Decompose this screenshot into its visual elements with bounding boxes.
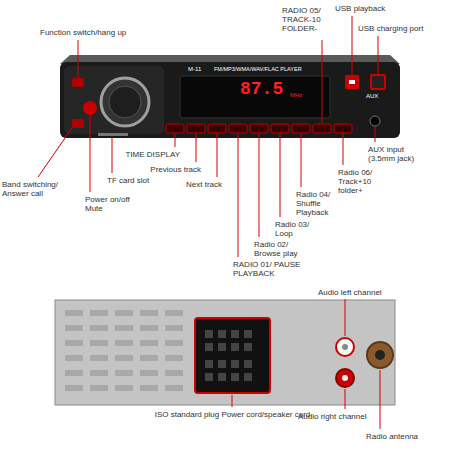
callout-label: Radio 06/ Track+10 folder+ <box>338 168 388 196</box>
callout-label: Audio left channel <box>318 288 400 297</box>
callout-label: Power on/off Mute <box>85 195 137 213</box>
rca-pin <box>342 344 348 350</box>
antenna-hole <box>375 350 385 360</box>
usb-port-inner <box>349 80 355 84</box>
usb-charge-port <box>371 75 385 89</box>
callout-label: Radio 04/ Shuffle Playback <box>296 190 340 218</box>
display <box>180 76 330 118</box>
band-button <box>72 119 84 128</box>
usb-port <box>345 75 359 89</box>
leader-lines <box>38 16 378 257</box>
callout-label: USB playback <box>335 4 395 13</box>
callout-label: Band switching/ Answer call <box>2 180 66 198</box>
iso-plug <box>195 318 270 393</box>
rca-right <box>336 369 354 387</box>
callout-label: TIME DISPLAY <box>118 150 180 159</box>
callout-label: Function switch/hang up <box>40 28 140 37</box>
callout-label: RADIO 01/ PAUSE PLAYBACK <box>233 260 317 278</box>
callout-label: Radio 02/ Browse play <box>254 240 308 258</box>
rear-panel <box>55 300 395 405</box>
callout-label: Radio antenna <box>366 432 438 441</box>
callout-label: ISO standard plug Power cord/speaker cor… <box>140 410 325 419</box>
panel-vents <box>65 310 183 391</box>
button-row <box>166 124 352 133</box>
callout-label: Audio right channel <box>298 412 380 421</box>
function-button <box>72 78 84 87</box>
callout-label: Next track <box>175 180 222 189</box>
callout-label: FM/MP3/WMA/WAV/FLAC PLAYER <box>214 66 330 72</box>
antenna-socket <box>367 342 393 368</box>
leader-lines <box>232 299 380 429</box>
left-panel <box>64 66 164 134</box>
volume-knob <box>101 78 149 126</box>
rca-left <box>336 338 354 356</box>
callout-label: TF card slot <box>107 176 163 185</box>
knob-center <box>109 86 141 118</box>
callout-label: 87.5 <box>240 80 292 98</box>
iso-pins <box>205 330 252 381</box>
aux-jack <box>370 116 380 126</box>
faceplate <box>60 62 400 138</box>
power-button <box>83 101 97 115</box>
callout-label: M-11 <box>188 66 216 73</box>
callout-label: Previous track <box>139 165 201 174</box>
callout-label: USB charging port <box>358 24 442 33</box>
tf-slot <box>98 133 128 136</box>
callout-label: RADIO 05/ TRACK-10 FOLDER- <box>282 6 328 34</box>
rca-pin <box>342 375 348 381</box>
callout-label: AUX input (3.5mm jack) <box>368 145 432 163</box>
callout-label: MHz <box>290 92 314 99</box>
callout-label: Radio 03/ Loop <box>275 220 319 238</box>
callout-label: AUX <box>366 93 388 100</box>
